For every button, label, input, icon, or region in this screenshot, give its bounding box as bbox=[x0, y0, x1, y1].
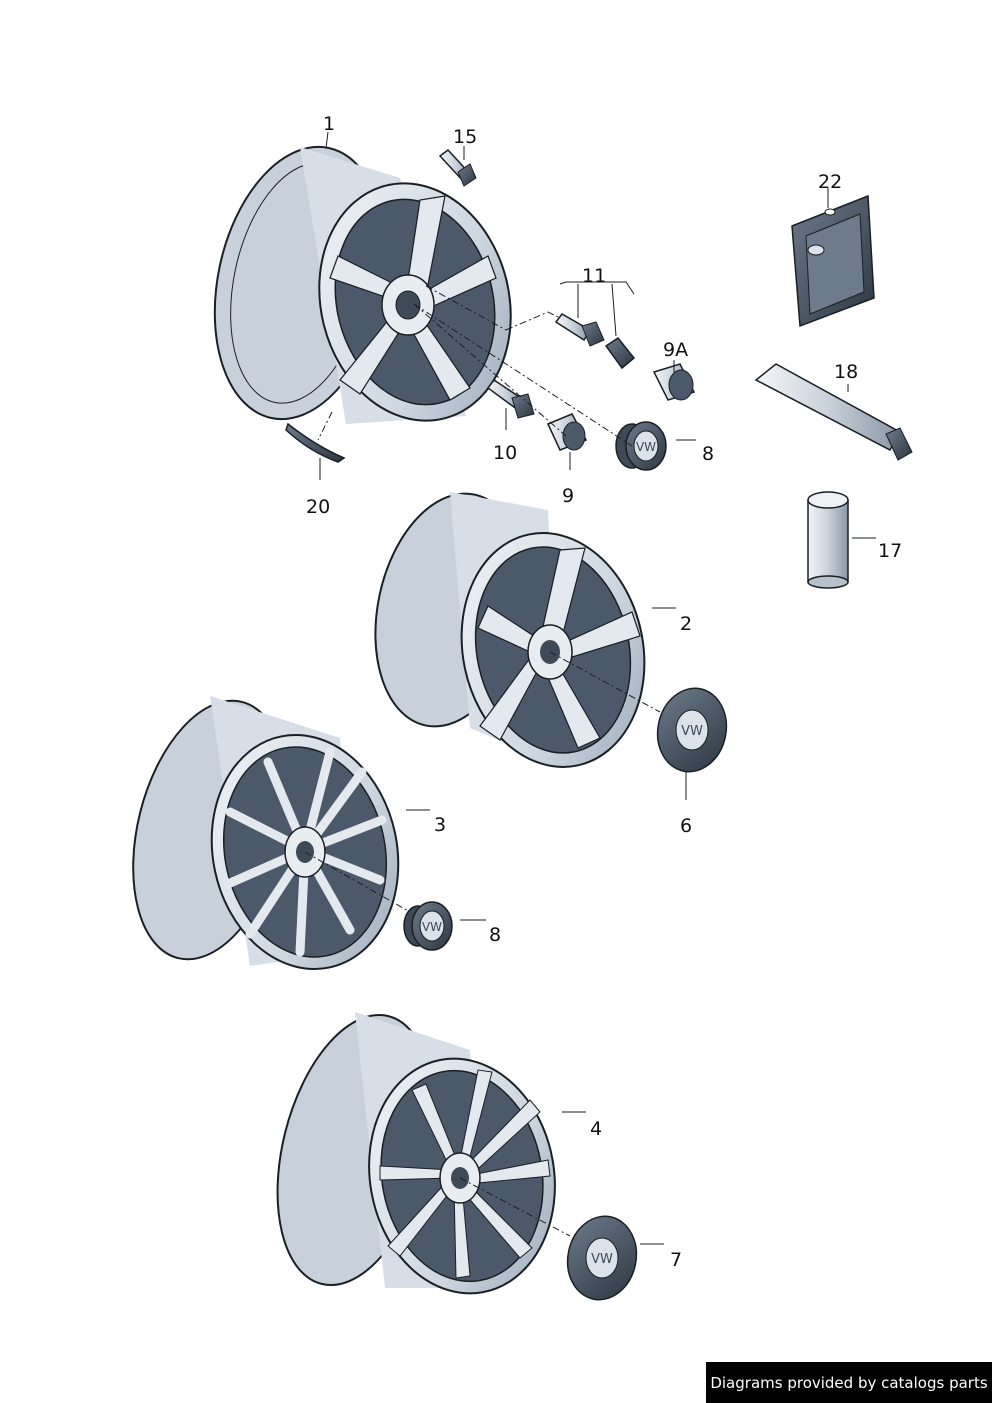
svg-text:VW: VW bbox=[591, 1252, 613, 1267]
svg-text:VW: VW bbox=[422, 920, 442, 934]
center-cover-7: VW bbox=[566, 1215, 638, 1301]
leader-lines bbox=[304, 131, 876, 1245]
callout-18: 18 bbox=[834, 361, 858, 383]
callout-labels: 1 15 11 9A 22 18 8 10 9 20 17 2 6 3 8 4 … bbox=[306, 113, 902, 1271]
wheel-bolt bbox=[486, 378, 535, 419]
callout-9: 9 bbox=[562, 485, 574, 507]
callout-4: 4 bbox=[590, 1118, 602, 1140]
callout-8-upper: 8 bbox=[702, 443, 714, 465]
callout-1: 1 bbox=[323, 113, 335, 135]
callout-11: 11 bbox=[582, 265, 606, 287]
wheel-3 bbox=[132, 696, 400, 970]
valve-stem bbox=[438, 148, 477, 187]
grease-tube bbox=[754, 363, 913, 461]
callout-10: 10 bbox=[493, 442, 517, 464]
callout-22: 22 bbox=[818, 171, 842, 193]
locking-bolt bbox=[554, 313, 605, 347]
lock-set-package bbox=[791, 194, 875, 328]
hub-cap-8-lower: VW bbox=[403, 901, 453, 951]
wheel-1 bbox=[213, 145, 512, 424]
hub-cap-8-upper: VW bbox=[615, 421, 667, 471]
footer-credit: Diagrams provided by catalogs parts bbox=[706, 1362, 992, 1403]
callout-6: 6 bbox=[680, 815, 692, 837]
bolt-cap-9a bbox=[652, 363, 696, 401]
bolt-cap-9 bbox=[546, 413, 588, 451]
wheel-4 bbox=[276, 1012, 556, 1295]
callout-20: 20 bbox=[306, 496, 330, 518]
callout-15: 15 bbox=[453, 126, 477, 148]
balance-weight bbox=[285, 422, 346, 463]
callout-7: 7 bbox=[670, 1249, 682, 1271]
callout-2: 2 bbox=[680, 613, 692, 635]
callout-9a: 9A bbox=[663, 339, 688, 361]
callout-3: 3 bbox=[434, 814, 446, 836]
callout-17: 17 bbox=[878, 540, 902, 562]
spray-can bbox=[807, 491, 849, 589]
svg-text:VW: VW bbox=[681, 724, 703, 739]
svg-text:VW: VW bbox=[636, 440, 656, 454]
callout-8-lower: 8 bbox=[489, 924, 501, 946]
center-cover-6: VW bbox=[656, 687, 728, 773]
wheel-2 bbox=[374, 492, 646, 768]
lock-adapter bbox=[604, 336, 636, 370]
